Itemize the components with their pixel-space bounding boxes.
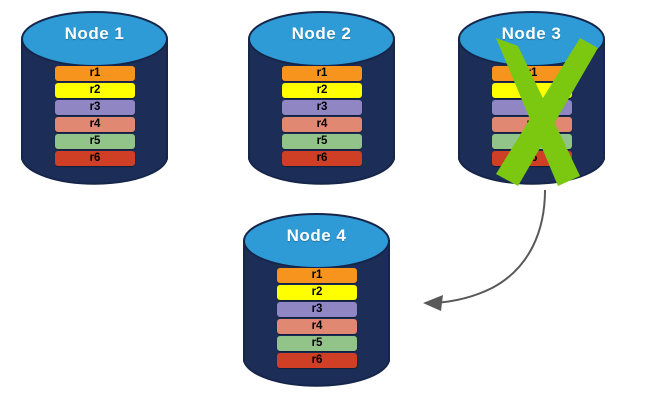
table-row[interactable]: r3 <box>492 100 572 115</box>
table-row[interactable]: r6 <box>55 151 135 166</box>
table-row[interactable]: r1 <box>55 66 135 81</box>
table-row[interactable]: r1 <box>282 66 362 81</box>
table-row[interactable]: r5 <box>282 134 362 149</box>
table-row[interactable]: r6 <box>277 353 357 368</box>
row-stack-node-3: r1 r2 r3 r4 r5 r6 <box>492 66 572 168</box>
table-row[interactable]: r4 <box>492 117 572 132</box>
database-node-1[interactable]: Node 1 r1 r2 r3 r4 r5 r6 <box>21 11 168 187</box>
table-row[interactable]: r5 <box>492 134 572 149</box>
table-row[interactable]: r2 <box>492 83 572 98</box>
table-row[interactable]: r1 <box>277 268 357 283</box>
table-row[interactable]: r5 <box>55 134 135 149</box>
row-stack-node-2: r1 r2 r3 r4 r5 r6 <box>282 66 362 168</box>
table-row[interactable]: r6 <box>282 151 362 166</box>
table-row[interactable]: r6 <box>492 151 572 166</box>
table-row[interactable]: r4 <box>55 117 135 132</box>
table-row[interactable]: r4 <box>282 117 362 132</box>
table-row[interactable]: r1 <box>492 66 572 81</box>
table-row[interactable]: r5 <box>277 336 357 351</box>
table-row[interactable]: r2 <box>55 83 135 98</box>
table-row[interactable]: r3 <box>55 100 135 115</box>
table-row[interactable]: r4 <box>277 319 357 334</box>
database-node-3[interactable]: Node 3 r1 r2 r3 r4 r5 r6 <box>458 11 605 187</box>
table-row[interactable]: r2 <box>277 285 357 300</box>
database-node-2[interactable]: Node 2 r1 r2 r3 r4 r5 r6 <box>248 11 395 187</box>
row-stack-node-4: r1 r2 r3 r4 r5 r6 <box>277 268 357 370</box>
row-stack-node-1: r1 r2 r3 r4 r5 r6 <box>55 66 135 168</box>
table-row[interactable]: r3 <box>277 302 357 317</box>
database-node-4[interactable]: Node 4 r1 r2 r3 r4 r5 r6 <box>243 213 390 389</box>
table-row[interactable]: r3 <box>282 100 362 115</box>
table-row[interactable]: r2 <box>282 83 362 98</box>
